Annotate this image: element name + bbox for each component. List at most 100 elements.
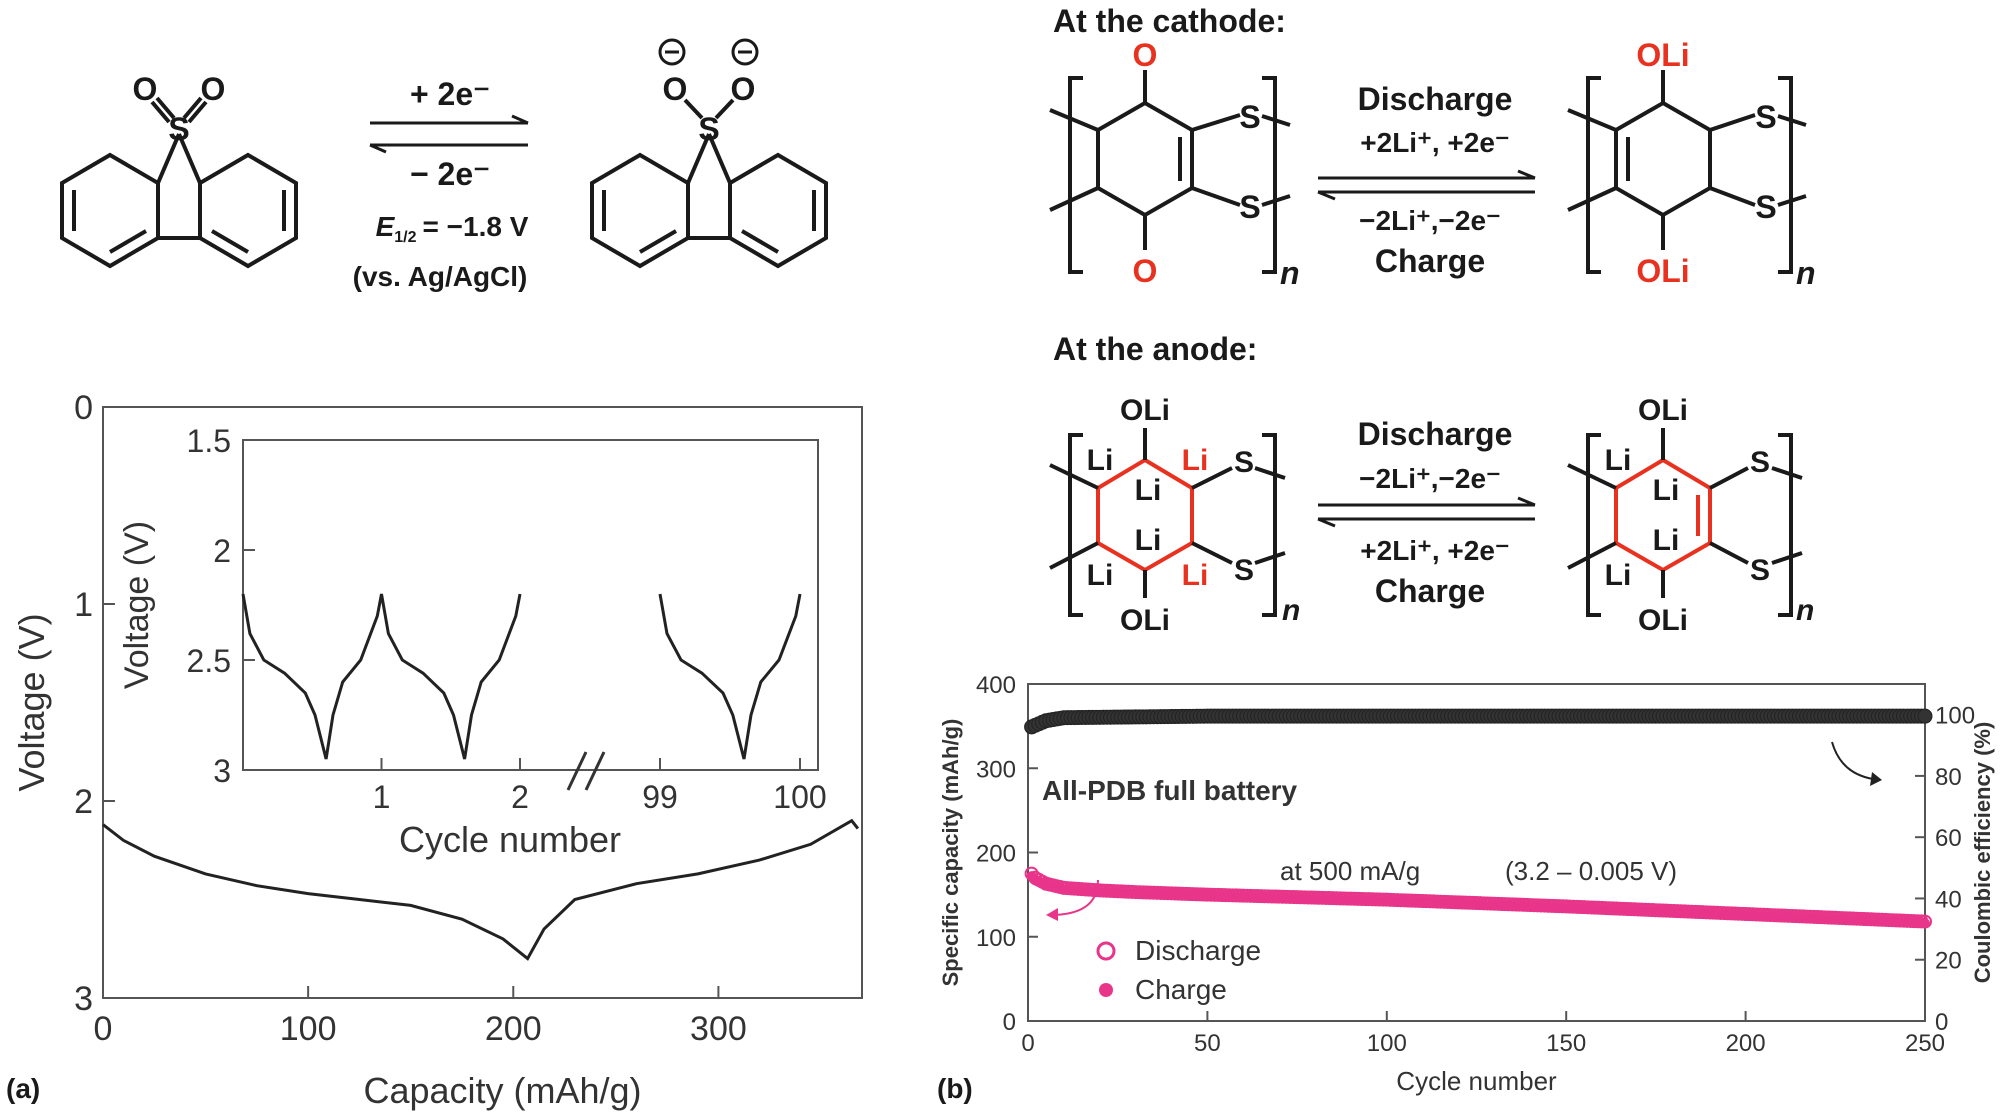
cycling-y2-tick-label: 80	[1935, 764, 1962, 791]
cycling-y2-tick-label: 40	[1935, 886, 1962, 913]
inset-y-tick-label: 3	[213, 753, 231, 789]
anode-oli-top-left: OLi	[1120, 394, 1170, 427]
cathode-o-top: O	[1133, 37, 1158, 73]
atom-o-left-1: O	[133, 71, 158, 107]
cycling-annotation-window: (3.2 – 0.005 V)	[1505, 856, 1677, 886]
minus-charge-icon	[658, 38, 686, 66]
anode-oli-bottom-left: OLi	[1120, 604, 1170, 637]
anode-s-bottom-left: S	[1234, 554, 1254, 587]
anode-li-3: Li	[1135, 474, 1162, 507]
arrowhead-icon	[1046, 908, 1058, 921]
atom-s-left: S	[168, 111, 189, 147]
anode-discharge-label: Discharge	[1358, 416, 1513, 452]
cathode-s-bottom: S	[1239, 189, 1260, 225]
inset-y-axis-label: Voltage (V)	[118, 521, 156, 689]
y-tick-label: 1	[74, 586, 93, 624]
y-tick-label: 2	[74, 783, 93, 821]
cycling-annotation-rate: at 500 mA/g	[1280, 856, 1420, 886]
cathode-oli-bottom: OLi	[1636, 253, 1689, 289]
anode-li-9: Li	[1653, 524, 1680, 557]
x-tick-label: 300	[690, 1010, 747, 1048]
cycling-x-tick-label: 50	[1194, 1030, 1221, 1057]
cycling-x-tick-label: 150	[1546, 1030, 1586, 1057]
inset-frame	[242, 439, 819, 771]
efficiency-marker	[1917, 708, 1933, 724]
legend-charge-label: Charge	[1135, 974, 1227, 1005]
y-tick-label: 3	[74, 980, 93, 1018]
cathode-discharge-label: Discharge	[1358, 81, 1513, 117]
y-axis-label: Voltage (V)	[11, 613, 52, 791]
anode-n-left: n	[1282, 594, 1300, 627]
cycling-y2-tick-label: 60	[1935, 825, 1962, 852]
cathode-title: At the cathode:	[1053, 3, 1286, 39]
panel-label-a: (a)	[6, 1073, 40, 1104]
x-tick-label: 0	[94, 1010, 113, 1048]
dibenzothiophene-dianion	[590, 98, 828, 269]
reference-electrode: (vs. Ag/AgCl)	[353, 261, 528, 292]
atom-o-left-2: O	[201, 71, 226, 107]
cycling-y2-axis-label: Coulombic efficiency (%)	[1970, 722, 1995, 984]
anode-li-1: Li	[1087, 444, 1114, 477]
cycling-frame	[1027, 683, 1926, 1022]
cycling-x-axis-label: Cycle number	[1396, 1066, 1557, 1096]
inset-y-tick-label: 2.5	[187, 643, 231, 679]
y-tick-label: 0	[74, 389, 93, 427]
inset-voltage-curve	[241, 593, 522, 760]
cycling-x-tick-label: 250	[1905, 1030, 1945, 1057]
inset-x-tick-label: 1	[373, 779, 391, 815]
x-axis-label: Capacity (mAh/g)	[363, 1070, 641, 1111]
reverse-electrons: − 2e⁻	[410, 156, 490, 192]
cathode-s-bottom-right: S	[1755, 189, 1776, 225]
cycling-x-tick-label: 200	[1726, 1030, 1766, 1057]
anode-title: At the anode:	[1053, 331, 1257, 367]
reaction-labels-a: S O O S O O + 2e⁻ − 2e⁻ E1/2= −1.8 V (vs…	[133, 71, 756, 292]
anode-li-4: Li	[1135, 524, 1162, 557]
legend-charge-marker	[1099, 983, 1113, 997]
inset-voltage-curve	[658, 593, 802, 760]
inset-x-axis-label: Cycle number	[399, 819, 621, 860]
cathode-scheme	[1049, 70, 1807, 274]
anode-oli-bottom-right: OLi	[1638, 604, 1688, 637]
x-tick-label: 100	[280, 1010, 337, 1048]
anode-n-right: n	[1796, 594, 1814, 627]
cathode-charge-ions: −2Li⁺,−2e⁻	[1359, 205, 1501, 236]
axis-break-mark	[584, 751, 606, 791]
atom-s-right: S	[698, 111, 719, 147]
anode-scheme	[1049, 428, 1803, 617]
anode-li-7: Li	[1605, 444, 1632, 477]
cathode-oli-top: OLi	[1636, 37, 1689, 73]
cycling-x-tick-label: 0	[1021, 1030, 1034, 1057]
anode-li-2: Li	[1182, 444, 1209, 477]
anode-li-8: Li	[1653, 474, 1680, 507]
cathode-o-bottom: O	[1133, 253, 1158, 289]
cycling-x-tick-label: 100	[1367, 1030, 1407, 1057]
cycling-y2-tick-label: 0	[1935, 1009, 1948, 1036]
inset-x-tick-label: 100	[773, 779, 826, 815]
cycling-annotation-title: All-PDB full battery	[1042, 775, 1298, 806]
atom-o-right-1: O	[663, 71, 688, 107]
cycling-y-tick-label: 400	[976, 672, 1016, 699]
forward-electrons: + 2e⁻	[410, 76, 490, 112]
atom-o-right-2: O	[731, 71, 756, 107]
cycling-y2-tick-label: 20	[1935, 948, 1962, 975]
anode-li-6: Li	[1182, 559, 1209, 592]
cathode-n-right: n	[1796, 255, 1816, 291]
reaction-scheme-a	[60, 96, 828, 269]
anode-charge-label: Charge	[1375, 573, 1485, 609]
cycling-y-tick-label: 200	[976, 841, 1016, 868]
cycling-y-tick-label: 300	[976, 756, 1016, 783]
inset-y-tick-label: 2	[213, 533, 231, 569]
anode-s-bottom-right: S	[1750, 554, 1770, 587]
e-half-value: E1/2= −1.8 V	[376, 211, 529, 246]
charge-marker	[1920, 918, 1930, 929]
cathode-charge-label: Charge	[1375, 243, 1485, 279]
x-tick-label: 200	[485, 1010, 542, 1048]
plot-frame	[102, 406, 863, 999]
anode-s-top-left: S	[1234, 446, 1254, 479]
anode-discharge-ions: −2Li⁺,−2e⁻	[1359, 463, 1501, 494]
cycling-y-axis-label: Specific capacity (mAh/g)	[938, 719, 963, 987]
anode-li-10: Li	[1605, 559, 1632, 592]
negative-charges	[658, 38, 759, 66]
